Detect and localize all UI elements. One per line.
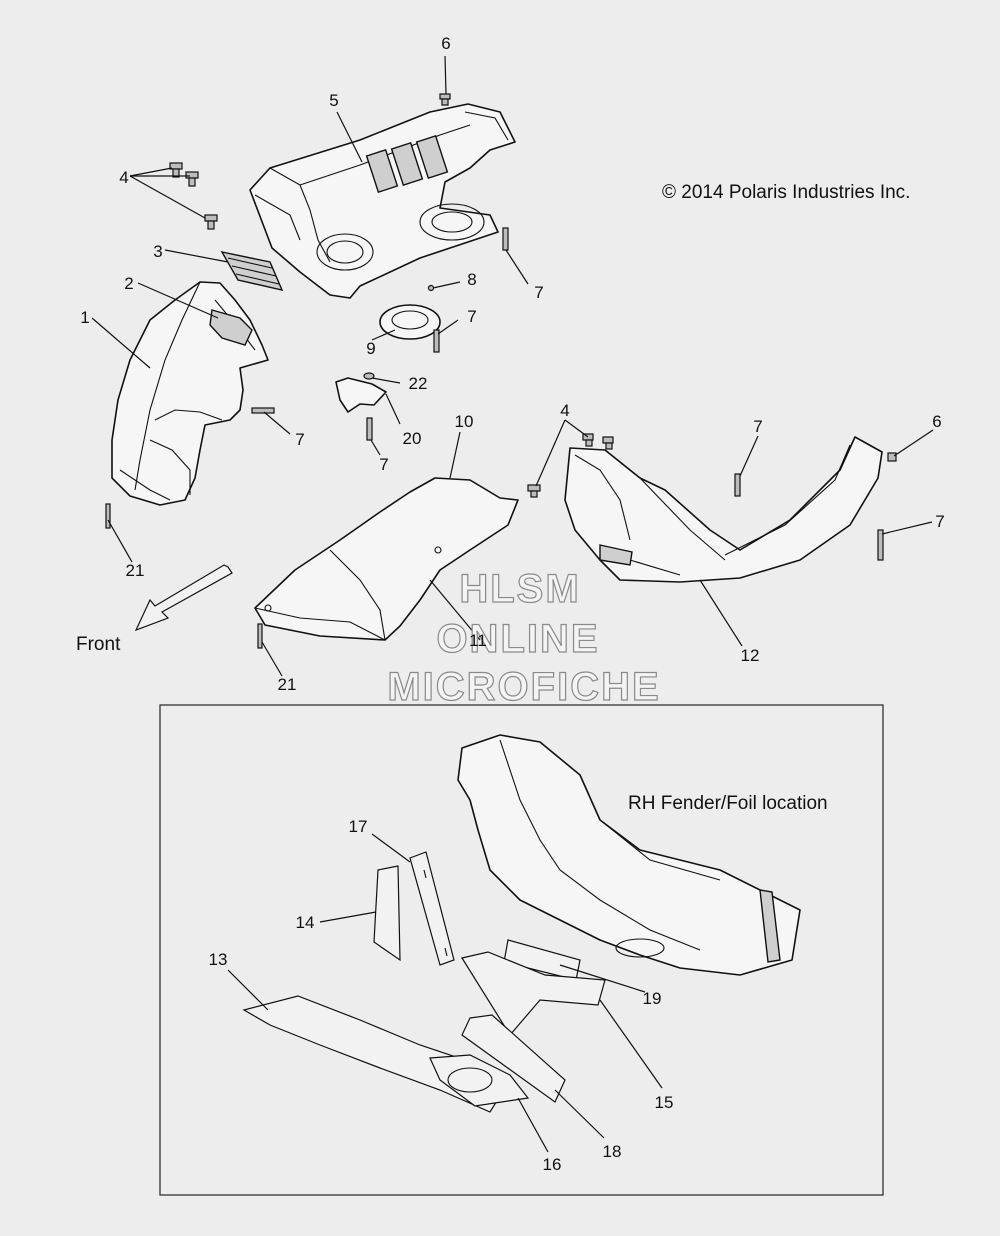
callout-12: 12 — [741, 646, 760, 665]
callout-6: 6 — [932, 412, 941, 431]
screw-icon — [439, 93, 451, 106]
callout-21: 21 — [126, 561, 145, 580]
part-20-bracket[interactable] — [335, 377, 387, 413]
callout-16: 16 — [543, 1155, 562, 1174]
screw-icon — [527, 484, 541, 498]
callout-7: 7 — [295, 430, 304, 449]
callout-22: 22 — [409, 374, 428, 393]
part-9-grommet[interactable] — [379, 304, 441, 340]
part-10-11-floor-panel[interactable] — [254, 477, 519, 641]
screw-icon — [169, 162, 183, 178]
callout-1: 1 — [80, 308, 89, 327]
front-label: Front — [76, 634, 121, 655]
callout-3: 3 — [153, 242, 162, 261]
screw-icon — [602, 436, 614, 450]
leader-lines — [91, 55, 934, 677]
inset-frame — [159, 704, 884, 1196]
callout-8: 8 — [467, 270, 476, 289]
callout-7: 7 — [379, 455, 388, 474]
callout-10: 10 — [455, 412, 474, 431]
rivet-icon — [502, 227, 509, 251]
screw-icon — [887, 452, 897, 462]
callout-18: 18 — [603, 1142, 622, 1161]
rivet-icon — [734, 473, 741, 497]
callout-7: 7 — [534, 283, 543, 302]
callout-21: 21 — [278, 675, 297, 694]
front-arrow-icon — [134, 564, 233, 632]
callout-19: 19 — [643, 989, 662, 1008]
watermark: HLSM ONLINE MICROFICHE — [387, 566, 660, 709]
inset-rh-fender[interactable] — [457, 734, 801, 976]
rivet-icon — [366, 417, 373, 441]
callout-7: 7 — [935, 512, 944, 531]
inset-foil-16[interactable] — [429, 1054, 530, 1107]
callout-17: 17 — [349, 817, 368, 836]
callout-4: 4 — [119, 168, 128, 187]
part-12-right-fender[interactable] — [564, 436, 883, 583]
screw-icon — [582, 433, 594, 447]
callout-15: 15 — [655, 1093, 674, 1112]
inset-foil-14[interactable] — [373, 865, 401, 962]
inset-foil-17[interactable] — [409, 851, 455, 966]
callout-7: 7 — [467, 307, 476, 326]
callout-7: 7 — [753, 417, 762, 436]
callout-9: 9 — [366, 339, 375, 358]
washer-icon — [363, 372, 375, 380]
rivet-icon — [251, 407, 275, 414]
callout-4: 4 — [560, 401, 569, 420]
pin-icon — [105, 503, 111, 529]
inset-title: RH Fender/Foil location — [628, 793, 828, 814]
callout-11: 11 — [469, 631, 487, 650]
watermark-line-1: HLSM — [459, 567, 580, 611]
rivet-icon — [877, 529, 884, 561]
inset-foil-15[interactable] — [461, 951, 606, 1037]
screw-icon — [204, 214, 218, 230]
pin-icon — [257, 623, 263, 649]
inset-leaders — [227, 833, 663, 1153]
hardware-group — [105, 93, 897, 649]
callout-6: 6 — [441, 34, 450, 53]
callout-2: 2 — [124, 274, 133, 293]
rivet-icon — [433, 329, 440, 353]
part-2-insert[interactable] — [209, 309, 253, 346]
watermark-line-2: ONLINE — [436, 617, 599, 661]
callout-13: 13 — [209, 950, 228, 969]
fastener-icon — [427, 284, 435, 292]
part-3-foil[interactable] — [220, 250, 284, 291]
part-5-upper-cowl[interactable] — [249, 103, 516, 299]
copyright-text: © 2014 Polaris Industries Inc. — [662, 182, 910, 203]
part-1-left-fender[interactable] — [111, 281, 269, 506]
callout-20: 20 — [403, 429, 422, 448]
callout-labels: 6 5 4 3 2 1 8 7 7 9 22 7 20 7 10 4 7 6 7… — [80, 34, 944, 1174]
callout-5: 5 — [329, 91, 338, 110]
callout-14: 14 — [296, 913, 315, 932]
inset-foil-18[interactable] — [461, 1014, 566, 1103]
screw-icon — [185, 171, 199, 187]
watermark-line-3: MICROFICHE — [387, 665, 660, 709]
